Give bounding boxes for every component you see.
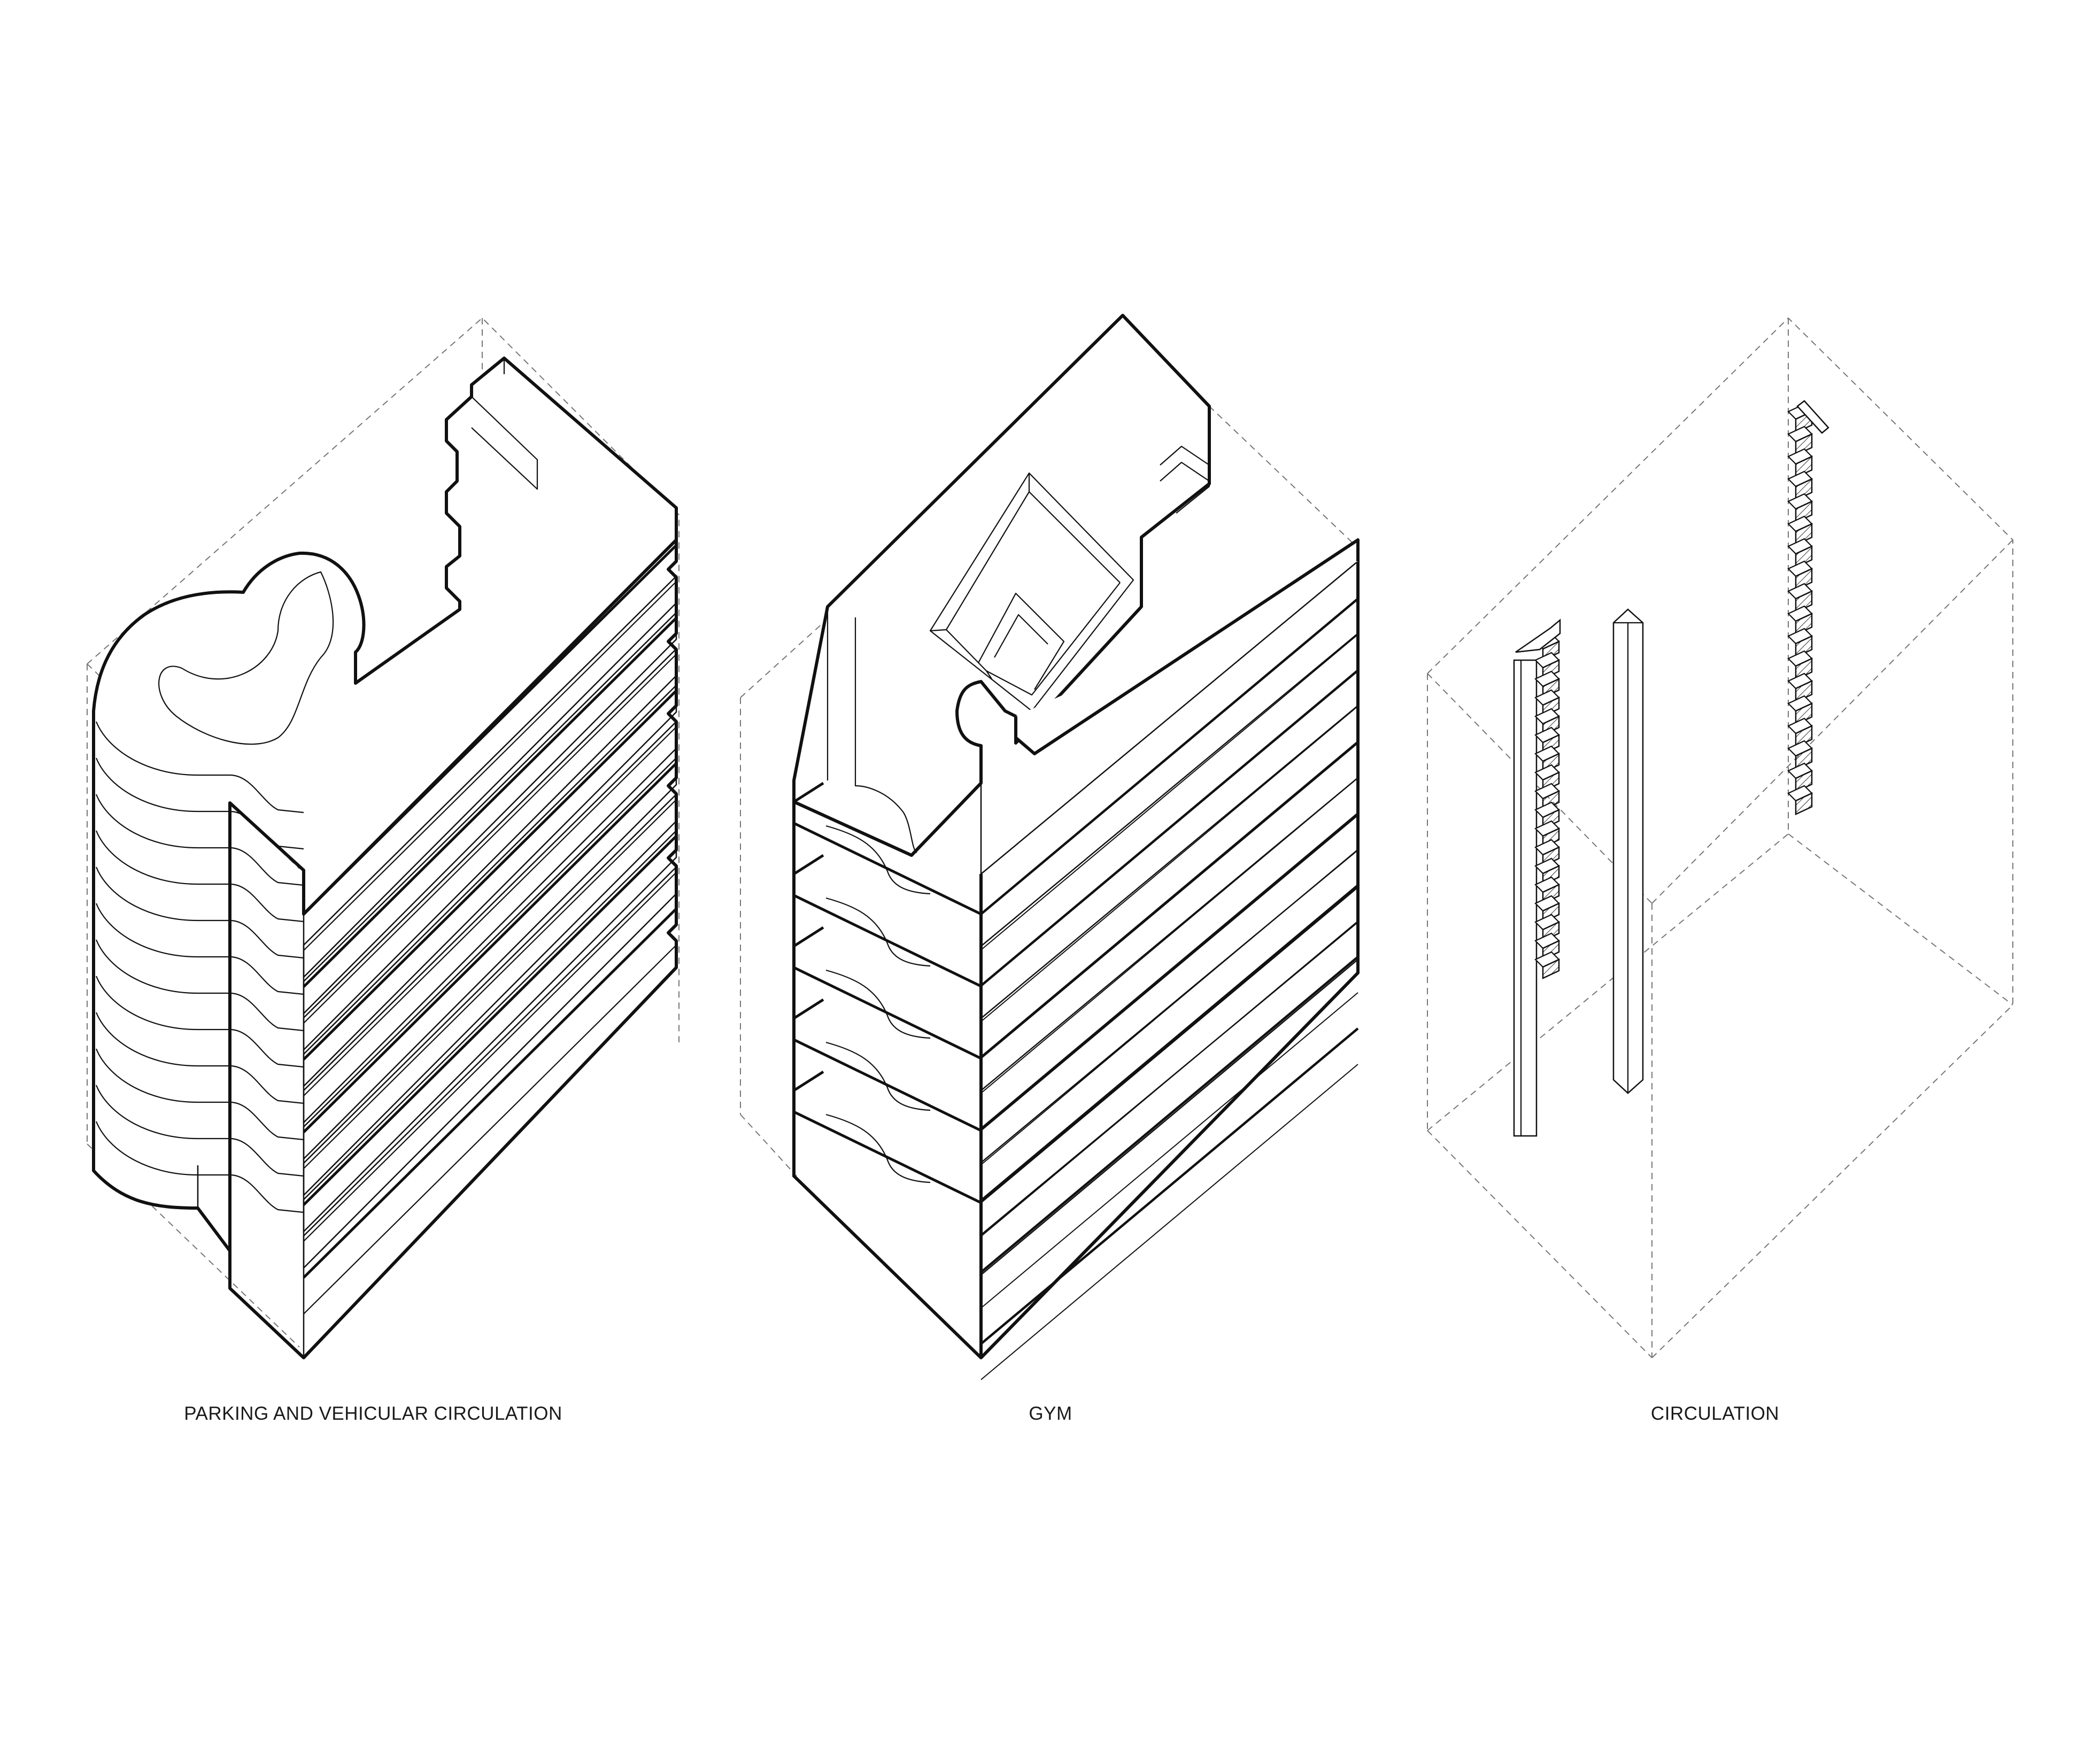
parking-axonometric bbox=[87, 317, 679, 1359]
circulation-caption: CIRCULATION bbox=[1650, 1403, 1780, 1424]
right-stair-riser bbox=[1795, 770, 1813, 793]
parking-top-plate bbox=[92, 357, 678, 1252]
parking-ramp-curve bbox=[95, 976, 304, 1068]
parking-ramp-curve bbox=[95, 1085, 304, 1177]
parking-plate-edge bbox=[303, 726, 677, 1096]
parking-plate-edge bbox=[303, 581, 677, 951]
right-stair-riser bbox=[1795, 613, 1813, 636]
parking-caption: PARKING AND VEHICULAR CIRCULATION bbox=[184, 1403, 562, 1424]
gym-plate-edge bbox=[980, 884, 1359, 1202]
right-stair-riser bbox=[1795, 792, 1813, 816]
parking-plate-edge bbox=[303, 762, 677, 1133]
gym-plate-edge bbox=[980, 598, 1359, 915]
parking-floor-plates bbox=[228, 508, 678, 1359]
parking-ramp-curve bbox=[95, 794, 304, 886]
gym-curved-wall bbox=[825, 897, 931, 967]
left-stair-riser bbox=[1542, 958, 1560, 979]
right-stair-riser bbox=[1795, 747, 1813, 771]
parking-ramp-curve bbox=[95, 721, 304, 814]
gym-plate-edge bbox=[980, 992, 1358, 1309]
right-stair-riser bbox=[1795, 725, 1813, 748]
gym-outer-outline bbox=[979, 561, 1360, 1359]
gym-bounding-box bbox=[740, 406, 1358, 1177]
gym-axonometric bbox=[740, 314, 1360, 1380]
parking-ramp-curve bbox=[95, 866, 304, 959]
left-stair-run bbox=[1515, 618, 1561, 979]
right-stair-run bbox=[1787, 400, 1829, 816]
parking-ramp-curve bbox=[95, 1048, 304, 1141]
parking-ramp-curve bbox=[95, 830, 304, 923]
gym-left-outline bbox=[792, 802, 983, 1359]
gym-caption: GYM bbox=[1029, 1403, 1072, 1424]
right-stair-riser bbox=[1795, 523, 1813, 546]
parking-ramp-curve bbox=[95, 1012, 304, 1104]
right-stair-riser bbox=[1795, 568, 1813, 591]
right-stair-riser bbox=[1795, 702, 1813, 726]
parking-plate-edge bbox=[303, 872, 677, 1242]
gym-plate-edge bbox=[980, 634, 1358, 950]
parking-plate-edge bbox=[303, 690, 677, 1061]
parking-ramp-curves bbox=[95, 721, 304, 1251]
right-stair-riser bbox=[1795, 455, 1813, 479]
left-stair-core bbox=[1513, 618, 1561, 1137]
gym-floor-plates bbox=[979, 560, 1360, 1380]
gym-plate-edge bbox=[980, 1027, 1359, 1345]
parking-plate-edge bbox=[303, 654, 677, 1024]
right-stair-riser bbox=[1795, 500, 1813, 524]
right-stair-riser bbox=[1795, 433, 1813, 457]
gym-left-wall-details bbox=[792, 782, 983, 1359]
right-stair-riser bbox=[1795, 657, 1813, 681]
parking-ramp-curve bbox=[95, 903, 304, 995]
parking-ramp-curve bbox=[95, 757, 304, 850]
right-stair-riser bbox=[1795, 590, 1813, 614]
gym-curved-wall bbox=[825, 969, 931, 1039]
left-stair-landing bbox=[1515, 618, 1561, 653]
parking-plate-edge bbox=[303, 835, 677, 1206]
gym-curved-wall bbox=[825, 1113, 931, 1183]
gym-plate-edge bbox=[980, 1064, 1358, 1380]
gym-plate-edge bbox=[980, 777, 1358, 1094]
right-stair-riser bbox=[1795, 680, 1813, 703]
circulation-axonometric bbox=[1427, 317, 2013, 1358]
right-stair-riser bbox=[1795, 545, 1813, 569]
right-stair-riser bbox=[1795, 478, 1813, 501]
gym-plate-edge bbox=[980, 669, 1359, 987]
parking-plate-edge bbox=[303, 617, 677, 988]
right-stair-riser bbox=[1795, 635, 1813, 659]
parking-plate-edge bbox=[303, 799, 677, 1169]
elevator-shaft bbox=[1612, 608, 1644, 1094]
gym-plate-edge bbox=[980, 741, 1359, 1058]
parking-plate-edge bbox=[303, 945, 677, 1314]
right-stair-landing bbox=[1796, 400, 1829, 434]
gym-plate-edge bbox=[980, 706, 1358, 1022]
gym-plate-edge bbox=[980, 920, 1358, 1237]
gym-plate-edge bbox=[980, 956, 1359, 1273]
parking-plate-edge bbox=[303, 908, 677, 1279]
gym-plate-edge bbox=[980, 813, 1359, 1130]
gym-curved-wall bbox=[825, 1041, 931, 1111]
gym-curved-wall bbox=[825, 825, 931, 895]
gym-top-plate bbox=[792, 314, 1360, 857]
gym-plate-edge bbox=[980, 849, 1358, 1165]
parking-ramp-curve bbox=[95, 939, 304, 1032]
